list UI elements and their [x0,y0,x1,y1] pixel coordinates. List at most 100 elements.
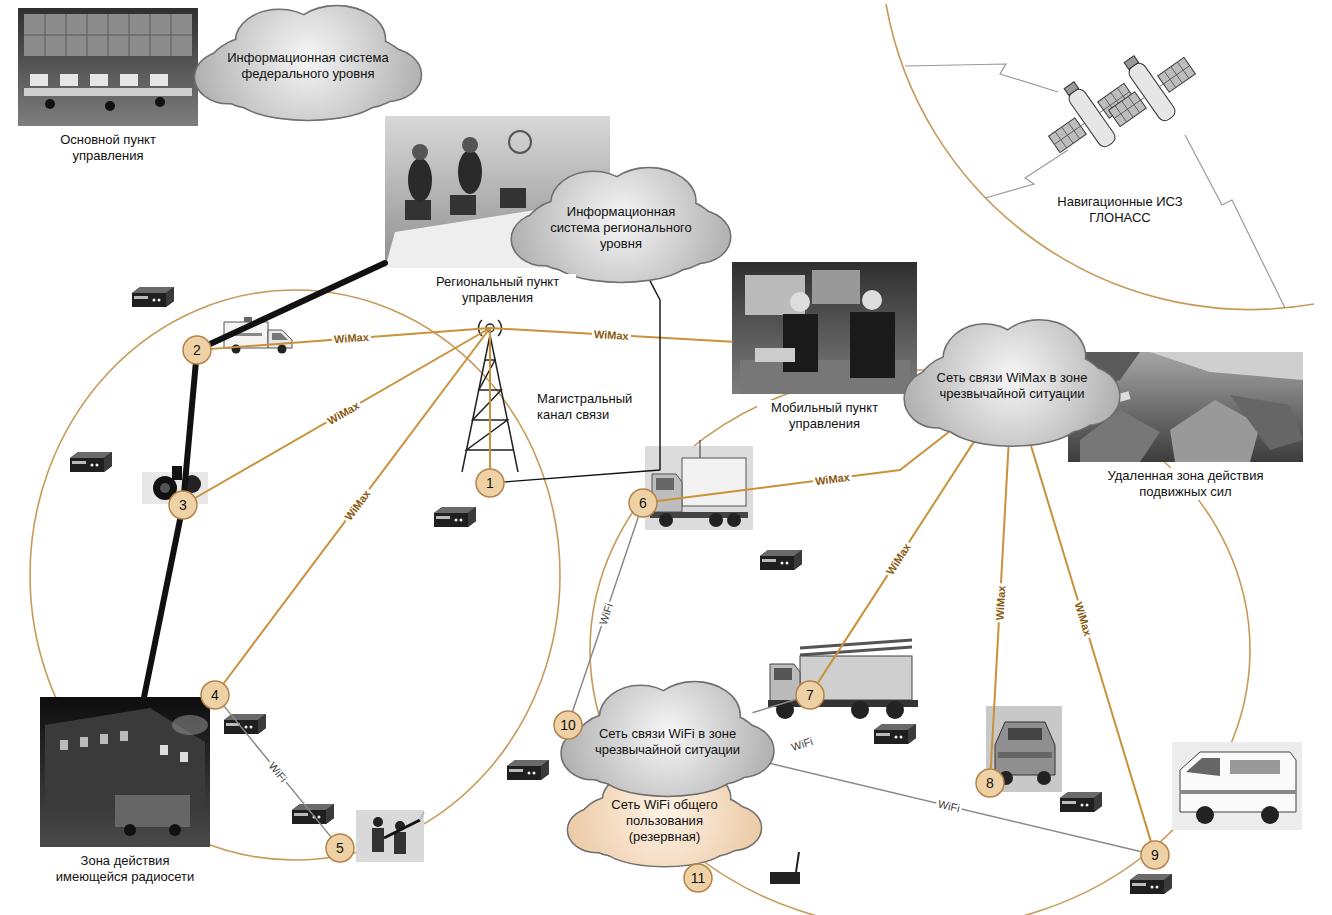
callout-number: 3 [179,497,187,513]
link-label: WiMax [992,583,1008,622]
modem-icon [507,760,549,780]
link-label: WiFi [935,796,964,816]
cloud-fill [905,321,1119,446]
cloud-fill [512,168,730,281]
wimax-link [224,328,490,683]
cloud-label: Сеть связи WiFi в зоне чрезвычайной ситу… [591,726,744,758]
callout-disc [684,864,712,892]
link-label: WiFi [264,757,291,786]
control-room-photo [150,74,168,86]
ambulance-van-icon [1196,806,1214,824]
wifi-link [753,699,796,712]
link-label-box: WiFi [595,599,617,628]
control-room-photo [105,101,115,111]
firefighters-icon [356,810,424,862]
modem-icon [1130,874,1172,894]
rubble-photo [1150,352,1303,380]
cloud-label: Информационная система регионального уро… [542,204,700,252]
callout-number: 1 [486,475,494,491]
fire-truck-icon [851,701,869,719]
armored-car-icon [995,722,1055,775]
control-room-photo [120,74,138,86]
mobile-room-photo [790,292,810,312]
control-room-photo [18,8,198,126]
fire-truck-icon [886,701,904,719]
mobile-room-photo [732,262,917,394]
fire-scene-photo [100,734,108,744]
link-label-box: WiFi [935,796,964,816]
satellite-icon [1124,56,1138,69]
regional-room-photo [405,200,431,220]
wifi-link [573,517,638,711]
link-label-box: WiFi [787,733,816,754]
mobile-room-photo [812,270,860,304]
fire-scene-photo [80,737,88,747]
ambulance-van-icon [1180,752,1296,812]
fire-scene-photo [180,752,188,762]
photo-area [40,697,210,847]
firefighters-icon [384,820,420,838]
modem-icon [874,724,916,744]
link-label-box: Магистральный канал связи [535,391,645,423]
control-room-photo [60,74,78,86]
cloud-label: Сеть связи WiMax в зоне чрезвычайной сит… [935,370,1090,402]
control-room-photo [24,88,192,96]
cloud-text-area: Сеть связи WiMax в зоне чрезвычайной сит… [898,318,1126,448]
photo-panel: Навигационные ИСЗ ГЛОНАСС [1030,30,1210,226]
connector-group [144,263,1151,851]
link-label: WiMax [812,469,852,488]
callout-disc [976,769,1004,797]
photo-area [385,116,610,268]
regional-room-photo [450,195,476,215]
regional-room-photo [458,150,482,194]
ambulance-van-icon [1172,742,1302,830]
mobile-room-photo [862,290,882,310]
mobile-room-photo [755,348,795,362]
armored-car-icon [1037,771,1051,785]
regional-room-photo [408,158,432,202]
armored-car-icon [1008,728,1042,740]
ambulance-icon [278,345,287,354]
cloud-label: Информационная система федерального уров… [227,50,390,82]
callout-number: 9 [1151,847,1159,863]
link-label-box: WiMax [591,327,630,343]
network-cloud: Сеть связи WiMax в зоне чрезвычайной сит… [898,318,1126,448]
callout-circle: 6 [628,488,658,518]
radio-link [905,64,1058,92]
fire-scene-photo [172,715,208,735]
callout-number: 8 [986,775,994,791]
callout-disc [476,469,504,497]
mobile-room-photo [783,314,818,372]
wimax-link [196,328,490,498]
fire-truck-icon [800,640,912,655]
firefighters-icon [356,810,424,862]
wimax-link [212,328,490,468]
link-label: Магистральный канал связи [535,391,645,423]
callout-circle: 1 [475,468,505,498]
modem-icon [132,287,174,307]
cloud-fill [703,806,760,850]
link-label-box: WiMax [1071,598,1096,639]
cloud-text-area: Информационная система регионального уро… [505,166,737,284]
rubble-photo [1230,395,1303,450]
callout-disc [1141,841,1169,869]
modem-icon [70,452,112,472]
armored-car-icon [998,752,1052,758]
modem-icon [1060,792,1102,812]
truck-icon [645,440,753,530]
callout-disc [554,711,582,739]
firefighters-icon [394,832,406,854]
link-label: WiMax [591,327,630,343]
fire-truck-icon [776,701,794,719]
fire-scene-photo [120,731,128,741]
wifi-link [759,761,1141,852]
thick-link [144,520,180,697]
radio-link [905,64,1285,308]
callout-disc [169,491,197,519]
photo-panel: Мобильный пункт управления [732,262,917,432]
mobile-room-photo [850,312,895,378]
callout-circle: 4 [200,680,230,710]
satellite-icon [1064,82,1078,95]
cloud-outline [905,321,1119,446]
link-label: WiMax [323,397,364,428]
